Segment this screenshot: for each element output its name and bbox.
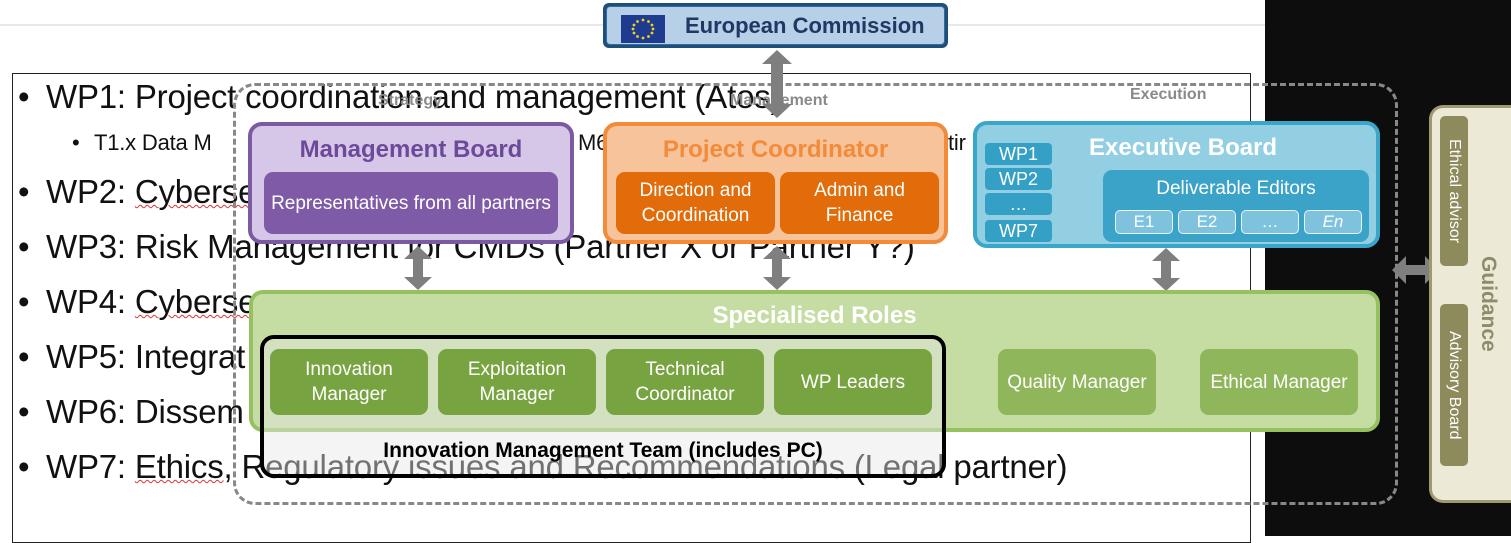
management-board-title: Management Board bbox=[299, 136, 523, 163]
role-wp-leaders: WP Leaders bbox=[774, 349, 932, 415]
fragment-tir: tir bbox=[948, 130, 966, 155]
guidance-box: Guidance Ethical advisor Advisory Board bbox=[1429, 105, 1511, 503]
wp-tag: … bbox=[985, 193, 1052, 215]
specialised-roles-title: Specialised Roles bbox=[712, 302, 917, 329]
role-exploitation-manager: Exploitation Manager bbox=[438, 349, 596, 415]
innovation-management-team-label: Innovation Management Team (includes PC) bbox=[383, 439, 823, 462]
deliverable-editors-box: Deliverable Editors E1 E2 … En bbox=[1103, 170, 1369, 242]
section-label-strategy: Strategy bbox=[378, 92, 443, 109]
editor-tag: … bbox=[1241, 210, 1299, 234]
bullet-wp4: •WP4: Cyberse bbox=[18, 283, 257, 320]
arrow-pc-roles bbox=[763, 246, 791, 290]
arrow-guidance bbox=[1392, 256, 1439, 284]
role-innovation-manager: Innovation Manager bbox=[270, 349, 428, 415]
wp-tag: WP1 bbox=[985, 143, 1052, 165]
bullet-wp7: •WP7: Ethics, Regulatory issues and Reco… bbox=[18, 448, 1068, 485]
arrow-eb-roles bbox=[1152, 248, 1180, 291]
bullet-wp5: •WP5: Integrat bbox=[18, 338, 246, 375]
eu-stars-icon bbox=[631, 18, 655, 40]
editor-tag: E1 bbox=[1115, 210, 1173, 234]
project-coordinator-box: Project Coordinator Direction and Coordi… bbox=[603, 122, 948, 244]
governance-frame bbox=[233, 83, 1398, 505]
eu-flag-icon bbox=[621, 15, 665, 43]
ethical-advisor-box: Ethical advisor bbox=[1440, 116, 1468, 266]
executive-board-title: Executive Board bbox=[1089, 134, 1278, 161]
bullet-t1x: •T1.x Data M bbox=[72, 130, 212, 155]
wp-tag: WP7 bbox=[985, 220, 1052, 242]
guidance-title: Guidance bbox=[1477, 256, 1500, 352]
management-board-box: Management Board Representatives from al… bbox=[248, 122, 574, 244]
direction-coordination-box: Direction and Coordination bbox=[616, 172, 775, 234]
project-coordinator-title: Project Coordinator bbox=[662, 136, 889, 163]
role-quality-manager: Quality Manager bbox=[998, 349, 1156, 415]
role-ethical-manager: Ethical Manager bbox=[1200, 349, 1358, 415]
wp-tag: WP2 bbox=[985, 168, 1052, 190]
european-commission-box: European Commission bbox=[603, 3, 948, 48]
executive-board-box: WP1 WP2 … WP7 Executive Board Deliverabl… bbox=[973, 121, 1380, 248]
advisory-board-box: Advisory Board bbox=[1440, 304, 1468, 466]
european-commission-label: European Commission bbox=[685, 12, 925, 38]
bullet-wp6: •WP6: Dissem bbox=[18, 393, 244, 430]
editor-tag: E2 bbox=[1178, 210, 1236, 234]
admin-finance-box: Admin and Finance bbox=[780, 172, 939, 234]
arrow-mb-roles bbox=[404, 246, 432, 290]
management-board-representatives: Representatives from all partners bbox=[264, 172, 558, 234]
arrow-ec-pc bbox=[762, 50, 792, 118]
deliverable-editors-label: Deliverable Editors bbox=[1156, 178, 1316, 199]
editor-tag: En bbox=[1304, 210, 1362, 234]
section-label-execution: Execution bbox=[1130, 86, 1207, 103]
role-technical-coordinator: Technical Coordinator bbox=[606, 349, 764, 415]
